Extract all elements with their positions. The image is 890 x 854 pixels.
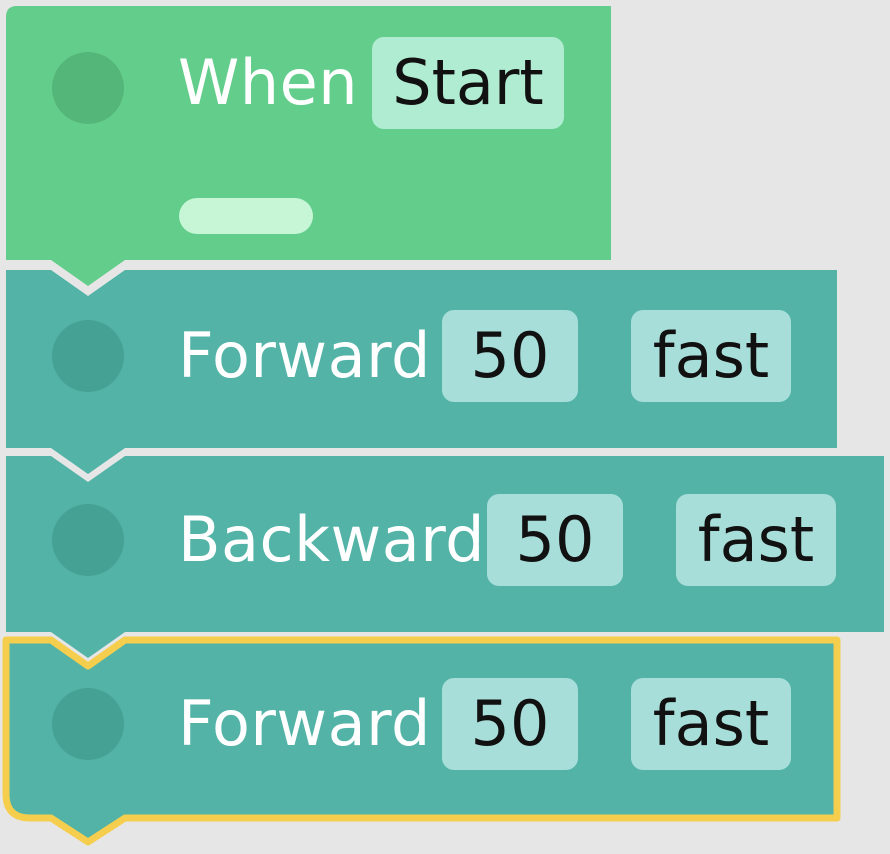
block-label-backward: Backward xyxy=(178,503,485,576)
forward-block-1-shape[interactable] xyxy=(6,270,837,474)
dot-icon xyxy=(52,504,124,576)
forward-block-1[interactable]: Forward 50 fast xyxy=(0,306,837,406)
bar-handle[interactable] xyxy=(179,198,313,234)
forward-block-2-shape[interactable] xyxy=(2,636,841,846)
start-chip[interactable]: Start xyxy=(372,37,564,129)
backward-block-shape[interactable] xyxy=(6,456,884,658)
when-start-block[interactable]: When Start xyxy=(0,0,611,260)
dot-icon xyxy=(52,52,124,124)
distance-chip[interactable]: 50 xyxy=(442,310,578,402)
dot-icon xyxy=(52,320,124,392)
dot-icon xyxy=(52,688,124,760)
backward-block[interactable]: Backward 50 fast xyxy=(0,490,884,590)
block-label-when: When xyxy=(178,46,359,119)
distance-chip[interactable]: 50 xyxy=(442,678,578,770)
speed-chip[interactable]: fast xyxy=(631,678,791,770)
speed-chip[interactable]: fast xyxy=(676,494,836,586)
block-label-forward: Forward xyxy=(178,319,431,392)
speed-chip[interactable]: fast xyxy=(631,310,791,402)
block-label-forward: Forward xyxy=(178,687,431,760)
forward-block-2[interactable]: Forward 50 fast xyxy=(0,674,837,774)
distance-chip[interactable]: 50 xyxy=(487,494,623,586)
